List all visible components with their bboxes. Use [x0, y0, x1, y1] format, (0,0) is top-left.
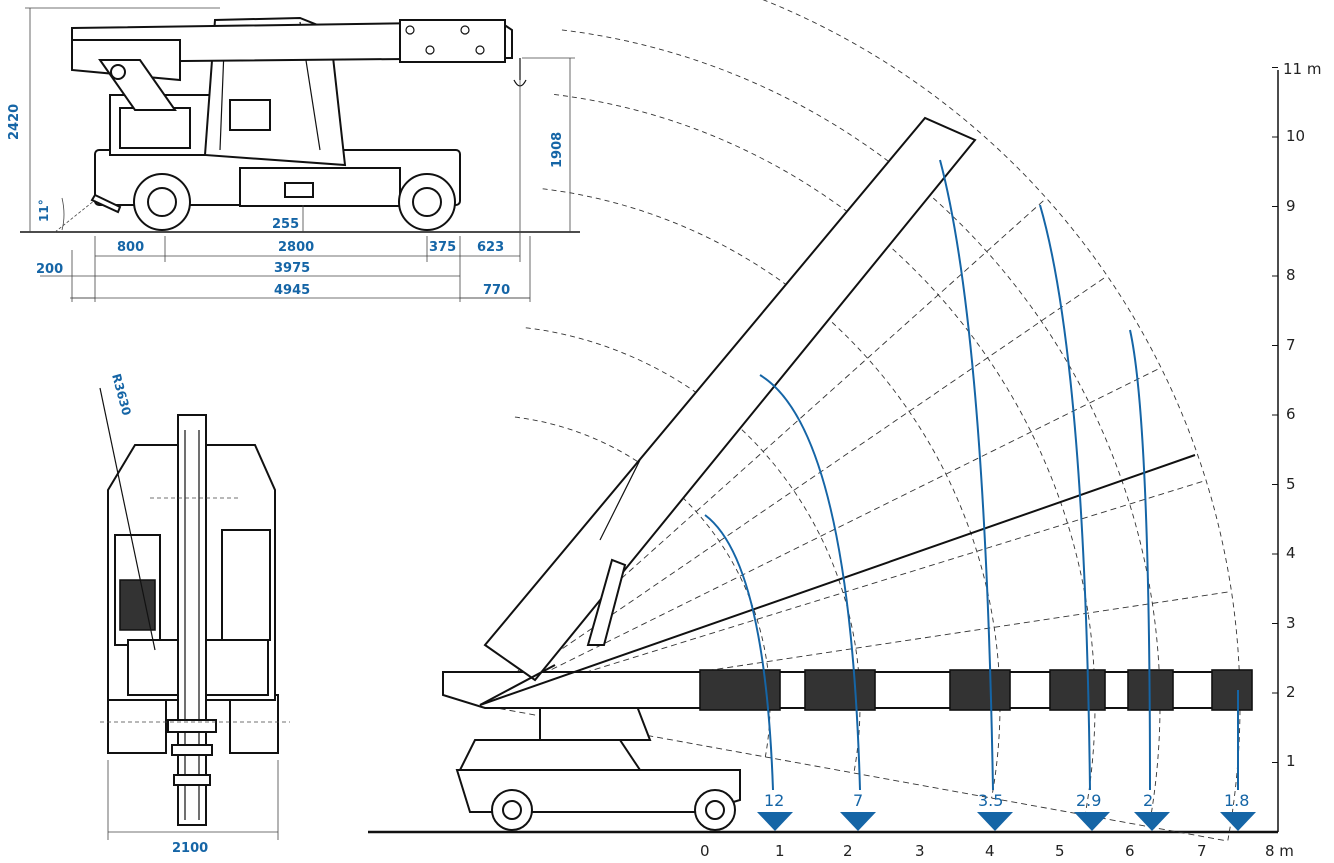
dim-4945: 4945 — [274, 283, 310, 298]
dim-2420: 2420 — [7, 104, 22, 140]
dim-770: 770 — [483, 283, 510, 298]
angle-ray-1 — [479, 197, 1047, 706]
angle-ray-2 — [479, 275, 1108, 706]
dim-255: 255 — [272, 217, 299, 232]
reach-arc-5 — [561, 29, 1161, 827]
load-label-3: 3.5 — [978, 791, 1003, 810]
y-axis-unit: 11 m — [1283, 60, 1321, 78]
load-chart — [368, 0, 1279, 842]
reach-arc-1 — [514, 416, 771, 757]
load-point-marker-4 — [1074, 812, 1110, 831]
dim-200: 200 — [36, 262, 63, 277]
dim-623: 623 — [477, 240, 504, 255]
y-tick-6: 6 — [1286, 405, 1296, 423]
side-view-dimensions — [25, 7, 575, 302]
dim-2800: 2800 — [278, 240, 314, 255]
y-tick-5: 5 — [1286, 475, 1296, 493]
load-point-marker-1 — [757, 812, 793, 831]
dim-r3630: R3630 — [109, 372, 134, 417]
x-tick-6: 6 — [1125, 842, 1135, 860]
load-label-2: 7 — [853, 791, 863, 810]
y-tick-10: 10 — [1286, 127, 1305, 145]
load-point-marker-3 — [977, 812, 1013, 831]
y-tick-3: 3 — [1286, 614, 1296, 632]
x-tick-5: 5 — [1055, 842, 1065, 860]
x-tick-0: 0 — [700, 842, 710, 860]
angle-ray-3 — [479, 367, 1162, 706]
x-tick-1: 1 — [775, 842, 785, 860]
x-tick-3: 3 — [915, 842, 925, 860]
x-tick-7: 7 — [1197, 842, 1207, 860]
reach-arc-4 — [554, 94, 1096, 816]
load-point-marker-2 — [840, 812, 876, 831]
y-tick-8: 8 — [1286, 266, 1296, 284]
load-label-1: 12 — [764, 791, 784, 810]
front-view-drawing — [99, 387, 290, 840]
y-tick-4: 4 — [1286, 544, 1296, 562]
load-label-4: 2.9 — [1076, 791, 1101, 810]
x-tick-4: 4 — [985, 842, 995, 860]
load-label-6: 1.8 — [1224, 791, 1249, 810]
x-axis-unit: 8 m — [1265, 842, 1294, 860]
dim-3975: 3975 — [274, 261, 310, 276]
dim-1908: 1908 — [550, 132, 565, 168]
dim-2100: 2100 — [172, 841, 208, 856]
load-point-marker-5 — [1134, 812, 1170, 831]
load-point-marker-6 — [1220, 812, 1256, 831]
x-tick-2: 2 — [843, 842, 853, 860]
dim-375: 375 — [429, 240, 456, 255]
reach-arc-6 — [762, 0, 1241, 842]
angle-ray-5 — [479, 590, 1232, 706]
y-tick-1: 1 — [1286, 752, 1296, 770]
y-tick-7: 7 — [1286, 336, 1296, 354]
angle-ray-4 — [479, 479, 1207, 706]
dim-angle: 11° — [37, 199, 51, 222]
reach-arc-3 — [542, 188, 1001, 799]
y-tick-9: 9 — [1286, 197, 1296, 215]
dim-800: 800 — [117, 240, 144, 255]
side-view-drawing — [20, 16, 580, 233]
y-tick-2: 2 — [1286, 683, 1296, 701]
load-label-5: 2 — [1143, 791, 1153, 810]
